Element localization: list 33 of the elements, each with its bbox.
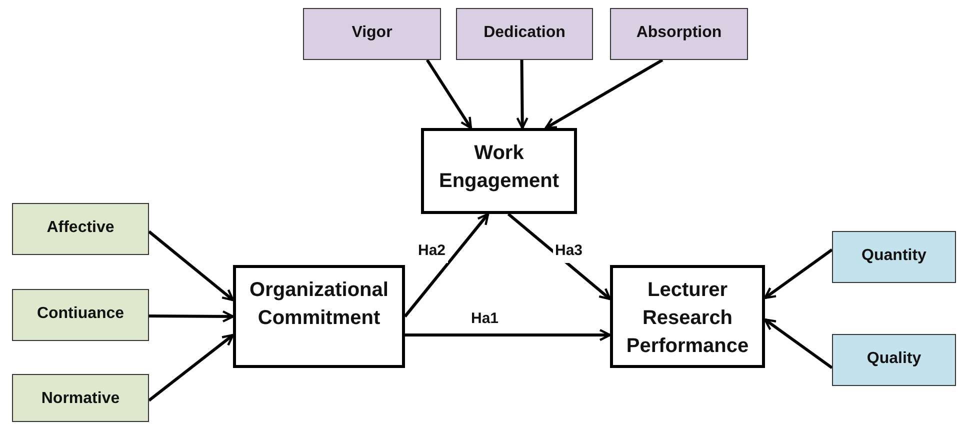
arrow [764,248,833,300]
arrow [404,212,490,318]
arrow [507,212,612,300]
construct-box [233,265,405,368]
construct-box [303,8,441,60]
box-label: Normative [40,389,121,409]
arrow [544,58,664,130]
construct-box [832,231,956,283]
arrow [426,59,472,130]
box-label: Vigor [350,23,394,43]
construct-box [610,265,765,368]
box-label: Absorption [635,23,723,43]
box-label: Work Engagement [438,141,560,194]
arrow [148,230,234,302]
box-label: Affective [46,218,116,238]
box-label: Dedication [482,23,566,43]
construct-box [421,128,577,214]
construct-box [12,289,149,341]
construct-box [12,203,149,255]
construct-box [456,8,593,60]
construct-box [12,374,149,422]
box-label: Quality [866,349,922,369]
arrow [405,328,612,342]
box-label: Contiuance [36,304,126,324]
box-label: Lecturer Research Performance [625,278,750,359]
box-label: Quantity [860,246,928,266]
box-label: Organizational Commitment [248,278,390,331]
arrow [148,334,234,402]
construct-box [610,8,748,60]
construct-box [832,334,956,386]
arrow [516,60,528,130]
arrow [148,310,234,323]
arrow [764,318,833,370]
